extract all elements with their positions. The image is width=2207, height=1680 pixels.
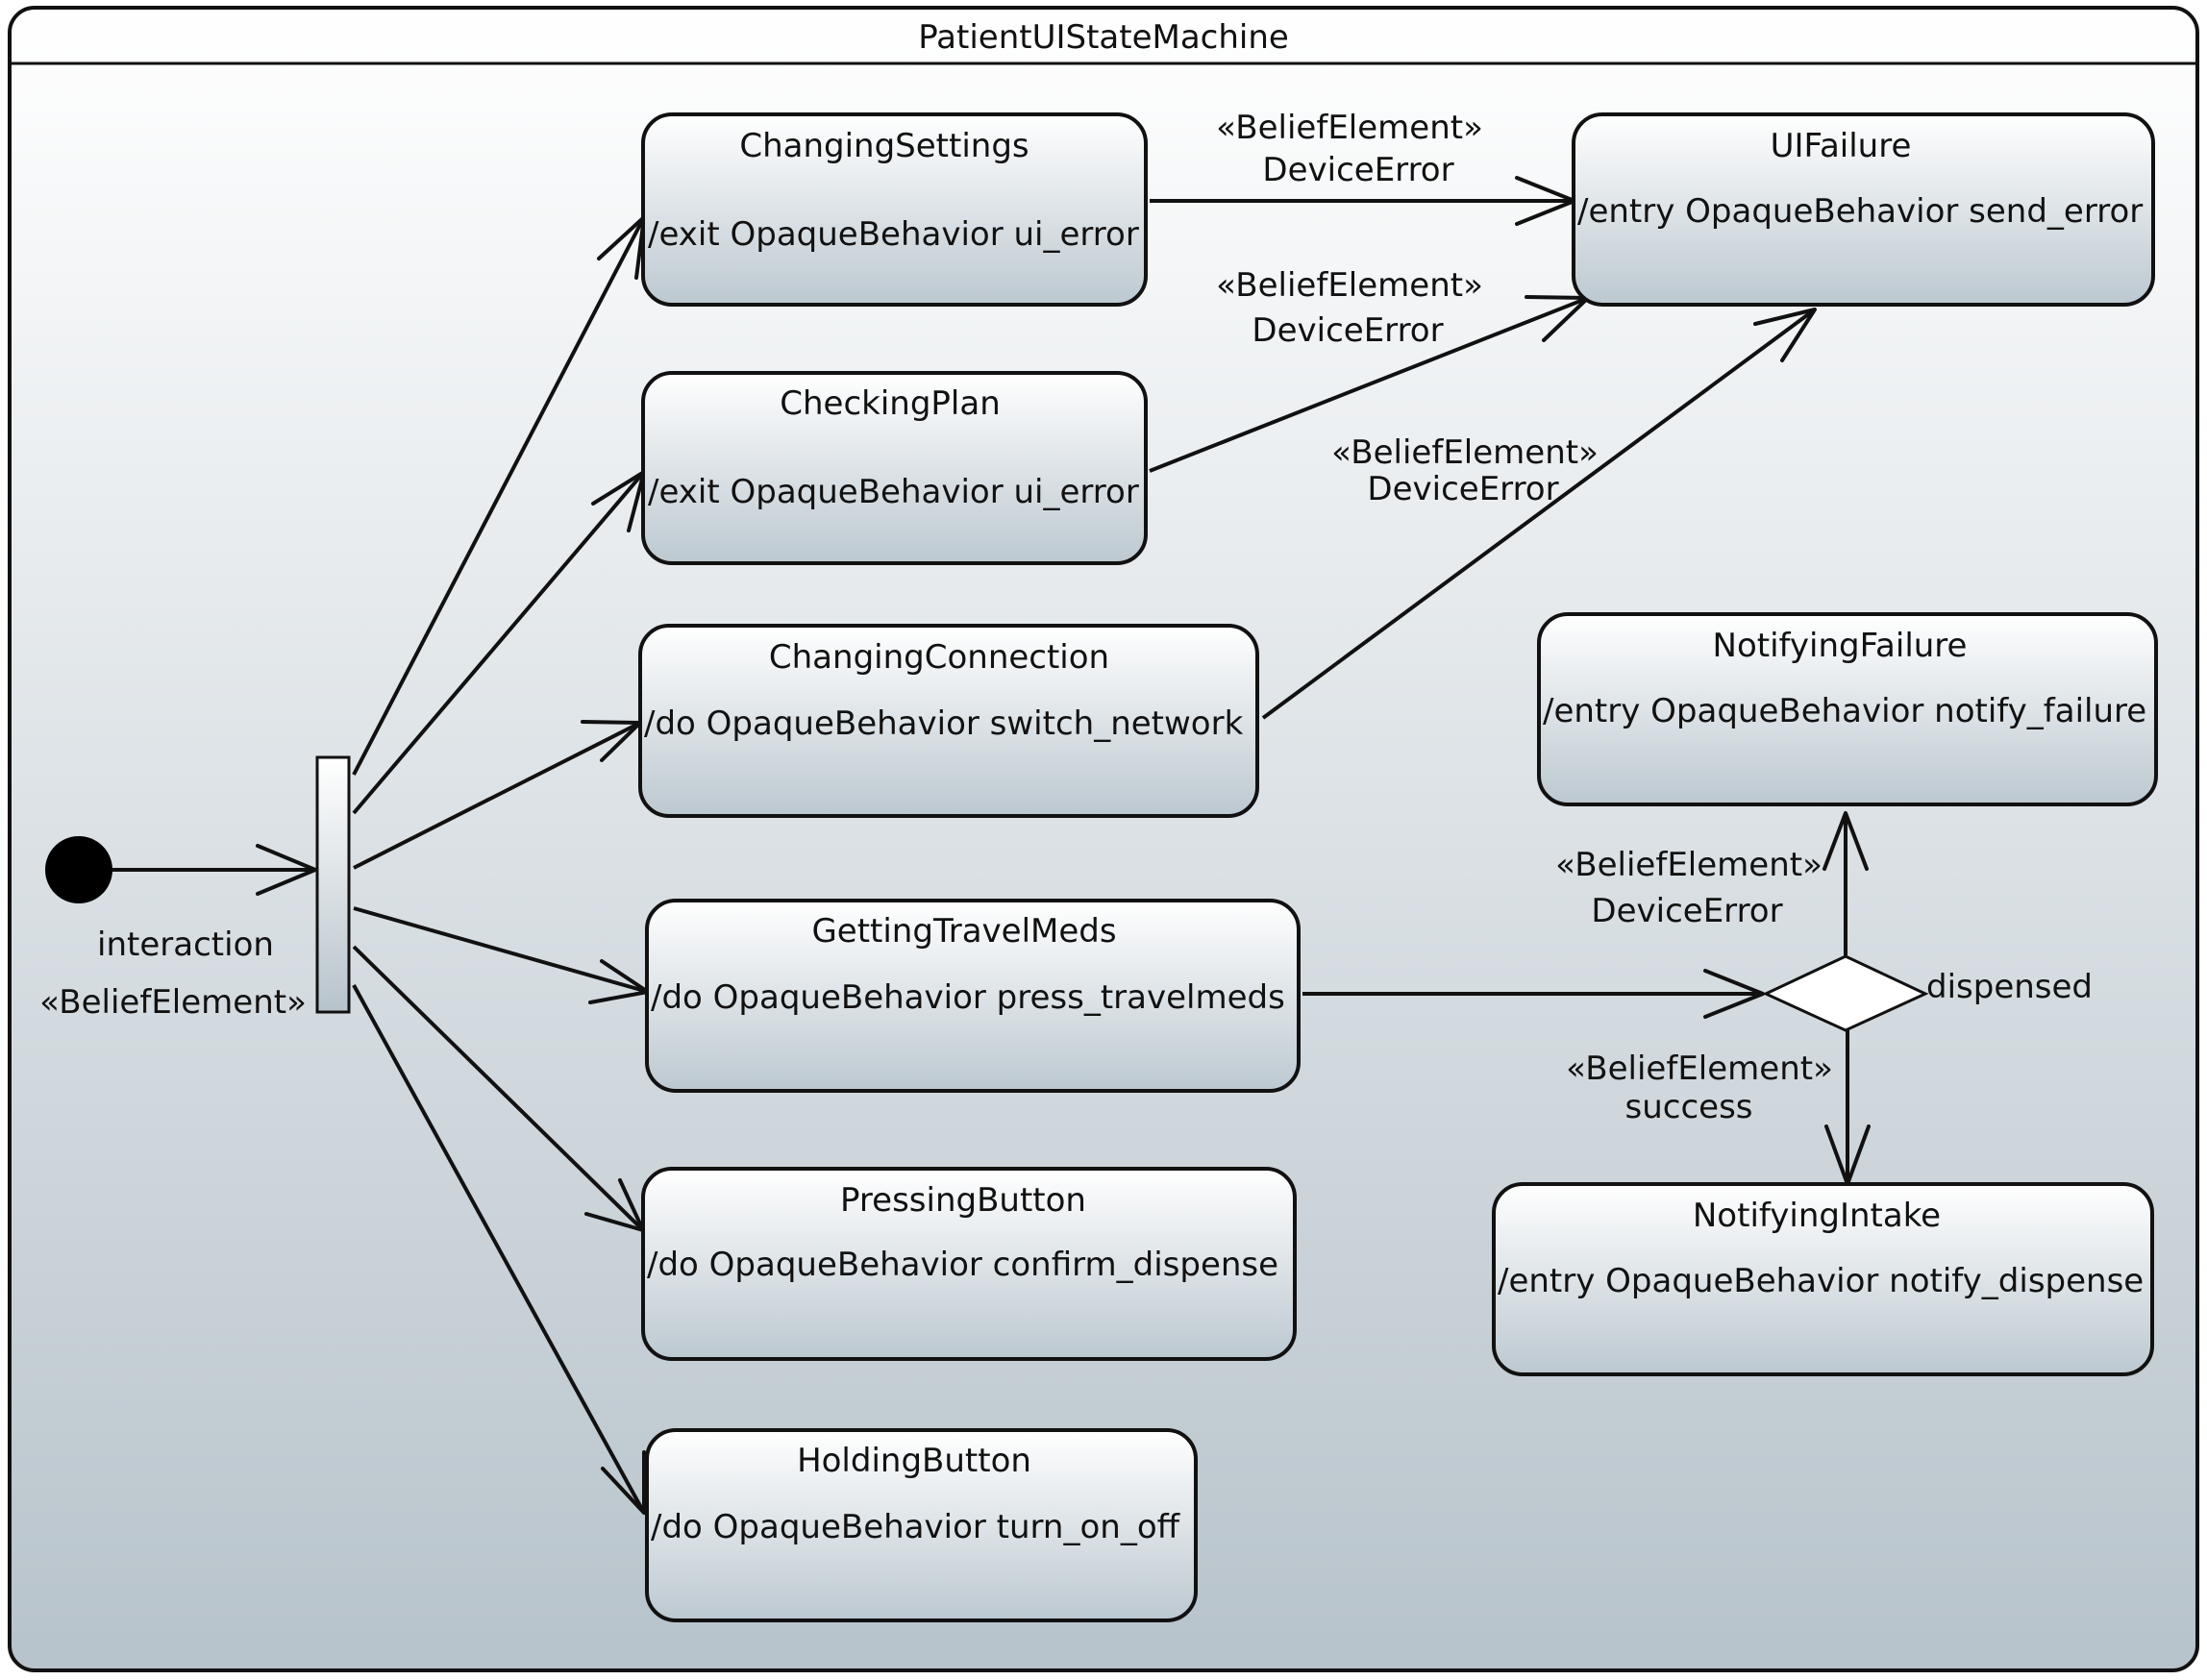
initial-label: interaction	[97, 926, 274, 964]
state-holding-button[interactable]: HoldingButton /do OpaqueBehavior turn_on…	[645, 1428, 1198, 1622]
settings-to-failure-stereotype: «BeliefElement»	[1216, 109, 1483, 147]
state-behavior: /entry OpaqueBehavior notify_dispense	[1498, 1262, 2144, 1300]
plan-to-failure-trigger: DeviceError	[1252, 311, 1443, 350]
choice-node[interactable]	[1762, 954, 1929, 1032]
state-behavior: /entry OpaqueBehavior notify_failure	[1543, 692, 2146, 730]
state-name: ChangingSettings	[739, 127, 1029, 165]
state-changing-settings[interactable]: ChangingSettings /exit OpaqueBehavior ui…	[641, 112, 1148, 307]
state-name: HoldingButton	[797, 1442, 1031, 1480]
settings-to-failure-trigger: DeviceError	[1262, 151, 1453, 189]
state-behavior: /do OpaqueBehavior turn_on_off	[651, 1508, 1181, 1546]
state-name: NotifyingIntake	[1693, 1197, 1941, 1235]
plan-to-failure-stereotype: «BeliefElement»	[1216, 266, 1483, 305]
initial-node[interactable]	[45, 836, 112, 903]
state-name: PressingButton	[840, 1181, 1086, 1220]
state-name: GettingTravelMeds	[811, 912, 1116, 951]
state-behavior: /entry OpaqueBehavior send_error	[1577, 192, 2143, 231]
state-ui-failure[interactable]: UIFailure /entry OpaqueBehavior send_err…	[1572, 112, 2155, 307]
state-checking-plan[interactable]: CheckingPlan /exit OpaqueBehavior ui_err…	[641, 371, 1148, 565]
machine-title: PatientUIStateMachine	[918, 18, 1289, 57]
transition-choice-to-notifying-failure[interactable]	[1823, 811, 1869, 955]
fork-bar[interactable]	[315, 755, 351, 1014]
choice-to-notify-failure-trigger: DeviceError	[1591, 892, 1782, 930]
state-name: NotifyingFailure	[1713, 627, 1968, 665]
state-name: UIFailure	[1771, 127, 1912, 165]
state-behavior: /exit OpaqueBehavior ui_error	[648, 473, 1139, 511]
connection-to-failure-trigger: DeviceError	[1367, 470, 1558, 508]
state-behavior: /do OpaqueBehavior switch_network	[644, 704, 1244, 743]
transition-connection-to-ui-failure[interactable]	[1261, 308, 1817, 720]
choice-label: dispensed	[1926, 968, 2093, 1006]
choice-to-notify-failure-stereotype: «BeliefElement»	[1555, 846, 1823, 884]
state-name: CheckingPlan	[780, 384, 1001, 423]
transition-fork-to-holding-button[interactable]	[352, 984, 646, 1515]
initial-stereotype: «BeliefElement»	[39, 983, 307, 1022]
state-notifying-intake[interactable]: NotifyingIntake /entry OpaqueBehavior no…	[1492, 1182, 2154, 1376]
connection-to-failure-stereotype: «BeliefElement»	[1331, 433, 1599, 472]
state-name: ChangingConnection	[769, 638, 1109, 677]
choice-to-notify-intake-stereotype: «BeliefElement»	[1566, 1050, 1833, 1088]
state-behavior: /do OpaqueBehavior confirm_dispense	[647, 1246, 1278, 1284]
transition-initial-to-fork[interactable]	[112, 844, 317, 896]
state-behavior: /do OpaqueBehavior press_travelmeds	[651, 978, 1285, 1017]
state-notifying-failure[interactable]: NotifyingFailure /entry OpaqueBehavior n…	[1537, 612, 2158, 806]
state-pressing-button[interactable]: PressingButton /do OpaqueBehavior confir…	[641, 1167, 1297, 1361]
state-getting-travel-meds[interactable]: GettingTravelMeds /do OpaqueBehavior pre…	[645, 899, 1301, 1093]
choice-to-notify-intake-trigger: success	[1625, 1088, 1753, 1126]
state-behavior: /exit OpaqueBehavior ui_error	[648, 215, 1139, 254]
state-changing-connection[interactable]: ChangingConnection /do OpaqueBehavior sw…	[638, 624, 1259, 818]
